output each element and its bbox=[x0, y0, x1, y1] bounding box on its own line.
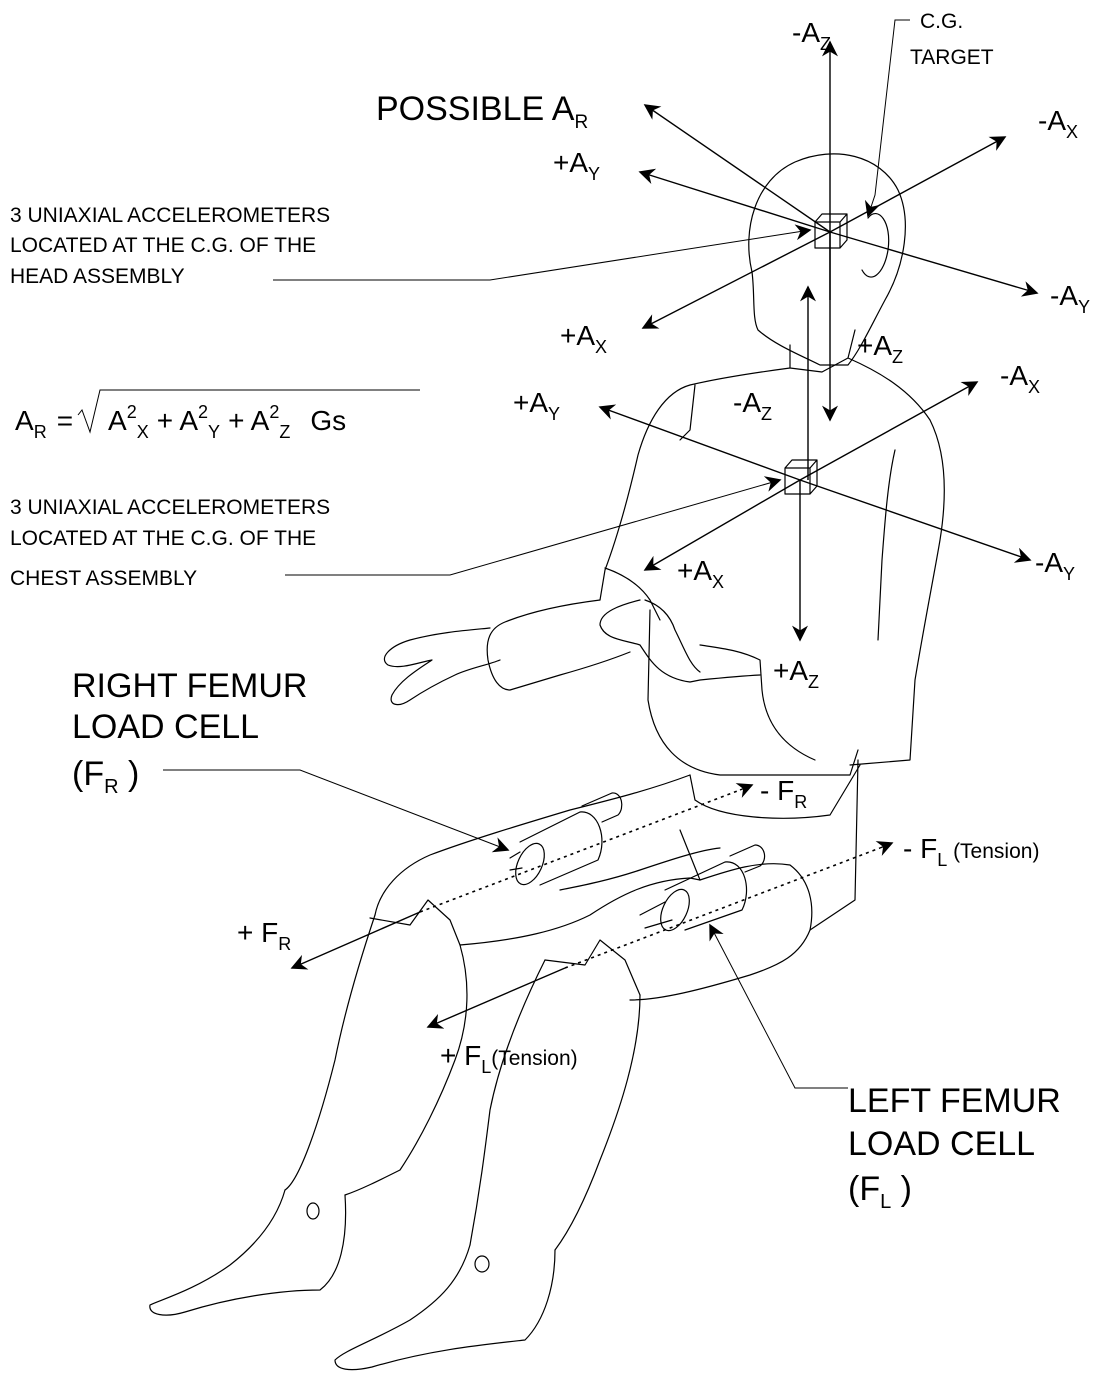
head-neg-y-arrow bbox=[829, 231, 1039, 297]
head-possible-ar-arrow bbox=[643, 104, 831, 233]
dummy-outline bbox=[149, 153, 945, 1371]
left-femur-load-cell-shape bbox=[639, 844, 766, 932]
head-neg-x-arrow bbox=[829, 136, 1007, 233]
leader-lines bbox=[163, 19, 910, 1089]
chest-neg-x-arrow bbox=[799, 381, 979, 481]
chest-neg-y-label: -AY bbox=[1035, 547, 1075, 584]
neck-outline bbox=[789, 329, 856, 373]
chest-pos-y-label: +AY bbox=[513, 387, 560, 424]
formula-radical bbox=[77, 389, 420, 434]
pos-fl-label: + FL(Tension) bbox=[440, 1040, 578, 1077]
left-femur-leader bbox=[709, 923, 848, 1089]
chest-note-line-2: LOCATED AT THE C.G. OF THE bbox=[10, 527, 316, 550]
head-pos-x-label: +AX bbox=[560, 320, 607, 357]
left-femur-label-2: LOAD CELL bbox=[848, 1125, 1035, 1163]
head-note-line-1: 3 UNIAXIAL ACCELEROMETERS bbox=[10, 204, 330, 227]
chest-note-line-1: 3 UNIAXIAL ACCELEROMETERS bbox=[10, 496, 330, 519]
head-pos-z-label: +AZ bbox=[857, 330, 903, 367]
head-neg-y-label: -AY bbox=[1050, 280, 1090, 317]
femur-force-axes bbox=[290, 783, 894, 1029]
head-neg-z-label: -AZ bbox=[792, 17, 831, 54]
right-femur-label-2: LOAD CELL bbox=[72, 708, 259, 746]
possible-ar-label: POSSIBLE AR bbox=[376, 90, 588, 133]
right-femur-load-cell-shape bbox=[509, 792, 623, 886]
pos-fl-arrow bbox=[426, 967, 566, 1029]
right-femur-label-3: (FR ) bbox=[72, 755, 139, 798]
right-femur-leader bbox=[163, 769, 510, 853]
chest-note-line-3: CHEST ASSEMBLY bbox=[10, 567, 197, 590]
head-note-line-3: HEAD ASSEMBLY bbox=[10, 265, 185, 288]
chest-axes bbox=[598, 381, 1032, 642]
left-femur-label-3: (FL ) bbox=[848, 1170, 912, 1213]
chest-pos-x-label: +AX bbox=[677, 555, 724, 592]
head-assembly-leader bbox=[273, 224, 812, 281]
chest-neg-z-label: -AZ bbox=[733, 387, 772, 424]
chest-pos-x-arrow bbox=[643, 479, 801, 571]
head-neg-x-label: -AX bbox=[1038, 105, 1078, 142]
chest-assembly-leader bbox=[285, 476, 782, 576]
right-femur-label-1: RIGHT FEMUR bbox=[72, 667, 307, 705]
pos-fr-label: + FR bbox=[237, 917, 291, 954]
left-femur-label-1: LEFT FEMUR bbox=[848, 1082, 1061, 1120]
neg-fr-arrow bbox=[735, 783, 754, 798]
chest-neg-y-arrow bbox=[799, 479, 1032, 563]
head-axes bbox=[638, 40, 1039, 480]
pos-fr-arrow bbox=[290, 911, 421, 970]
cg-target-label-1: C.G. bbox=[920, 10, 963, 33]
chest-pos-z-label: +AZ bbox=[773, 655, 819, 692]
neg-fl-arrow bbox=[875, 841, 894, 856]
neg-fr-label: - FR bbox=[760, 775, 807, 812]
head-pos-y-label: +AY bbox=[553, 147, 600, 184]
head-pos-y-arrow bbox=[638, 168, 831, 233]
cg-target-leader bbox=[864, 19, 910, 218]
head-note-line-2: LOCATED AT THE C.G. OF THE bbox=[10, 234, 316, 257]
chest-pos-y-arrow bbox=[598, 404, 801, 481]
torso-outline bbox=[599, 367, 791, 601]
chest-neg-x-label: -AX bbox=[1000, 360, 1040, 397]
neg-fl-label: - FL (Tension) bbox=[903, 833, 1039, 870]
head-outline bbox=[748, 153, 906, 366]
cg-target-label-2: TARGET bbox=[910, 46, 994, 69]
head-pos-x-arrow bbox=[641, 231, 831, 329]
